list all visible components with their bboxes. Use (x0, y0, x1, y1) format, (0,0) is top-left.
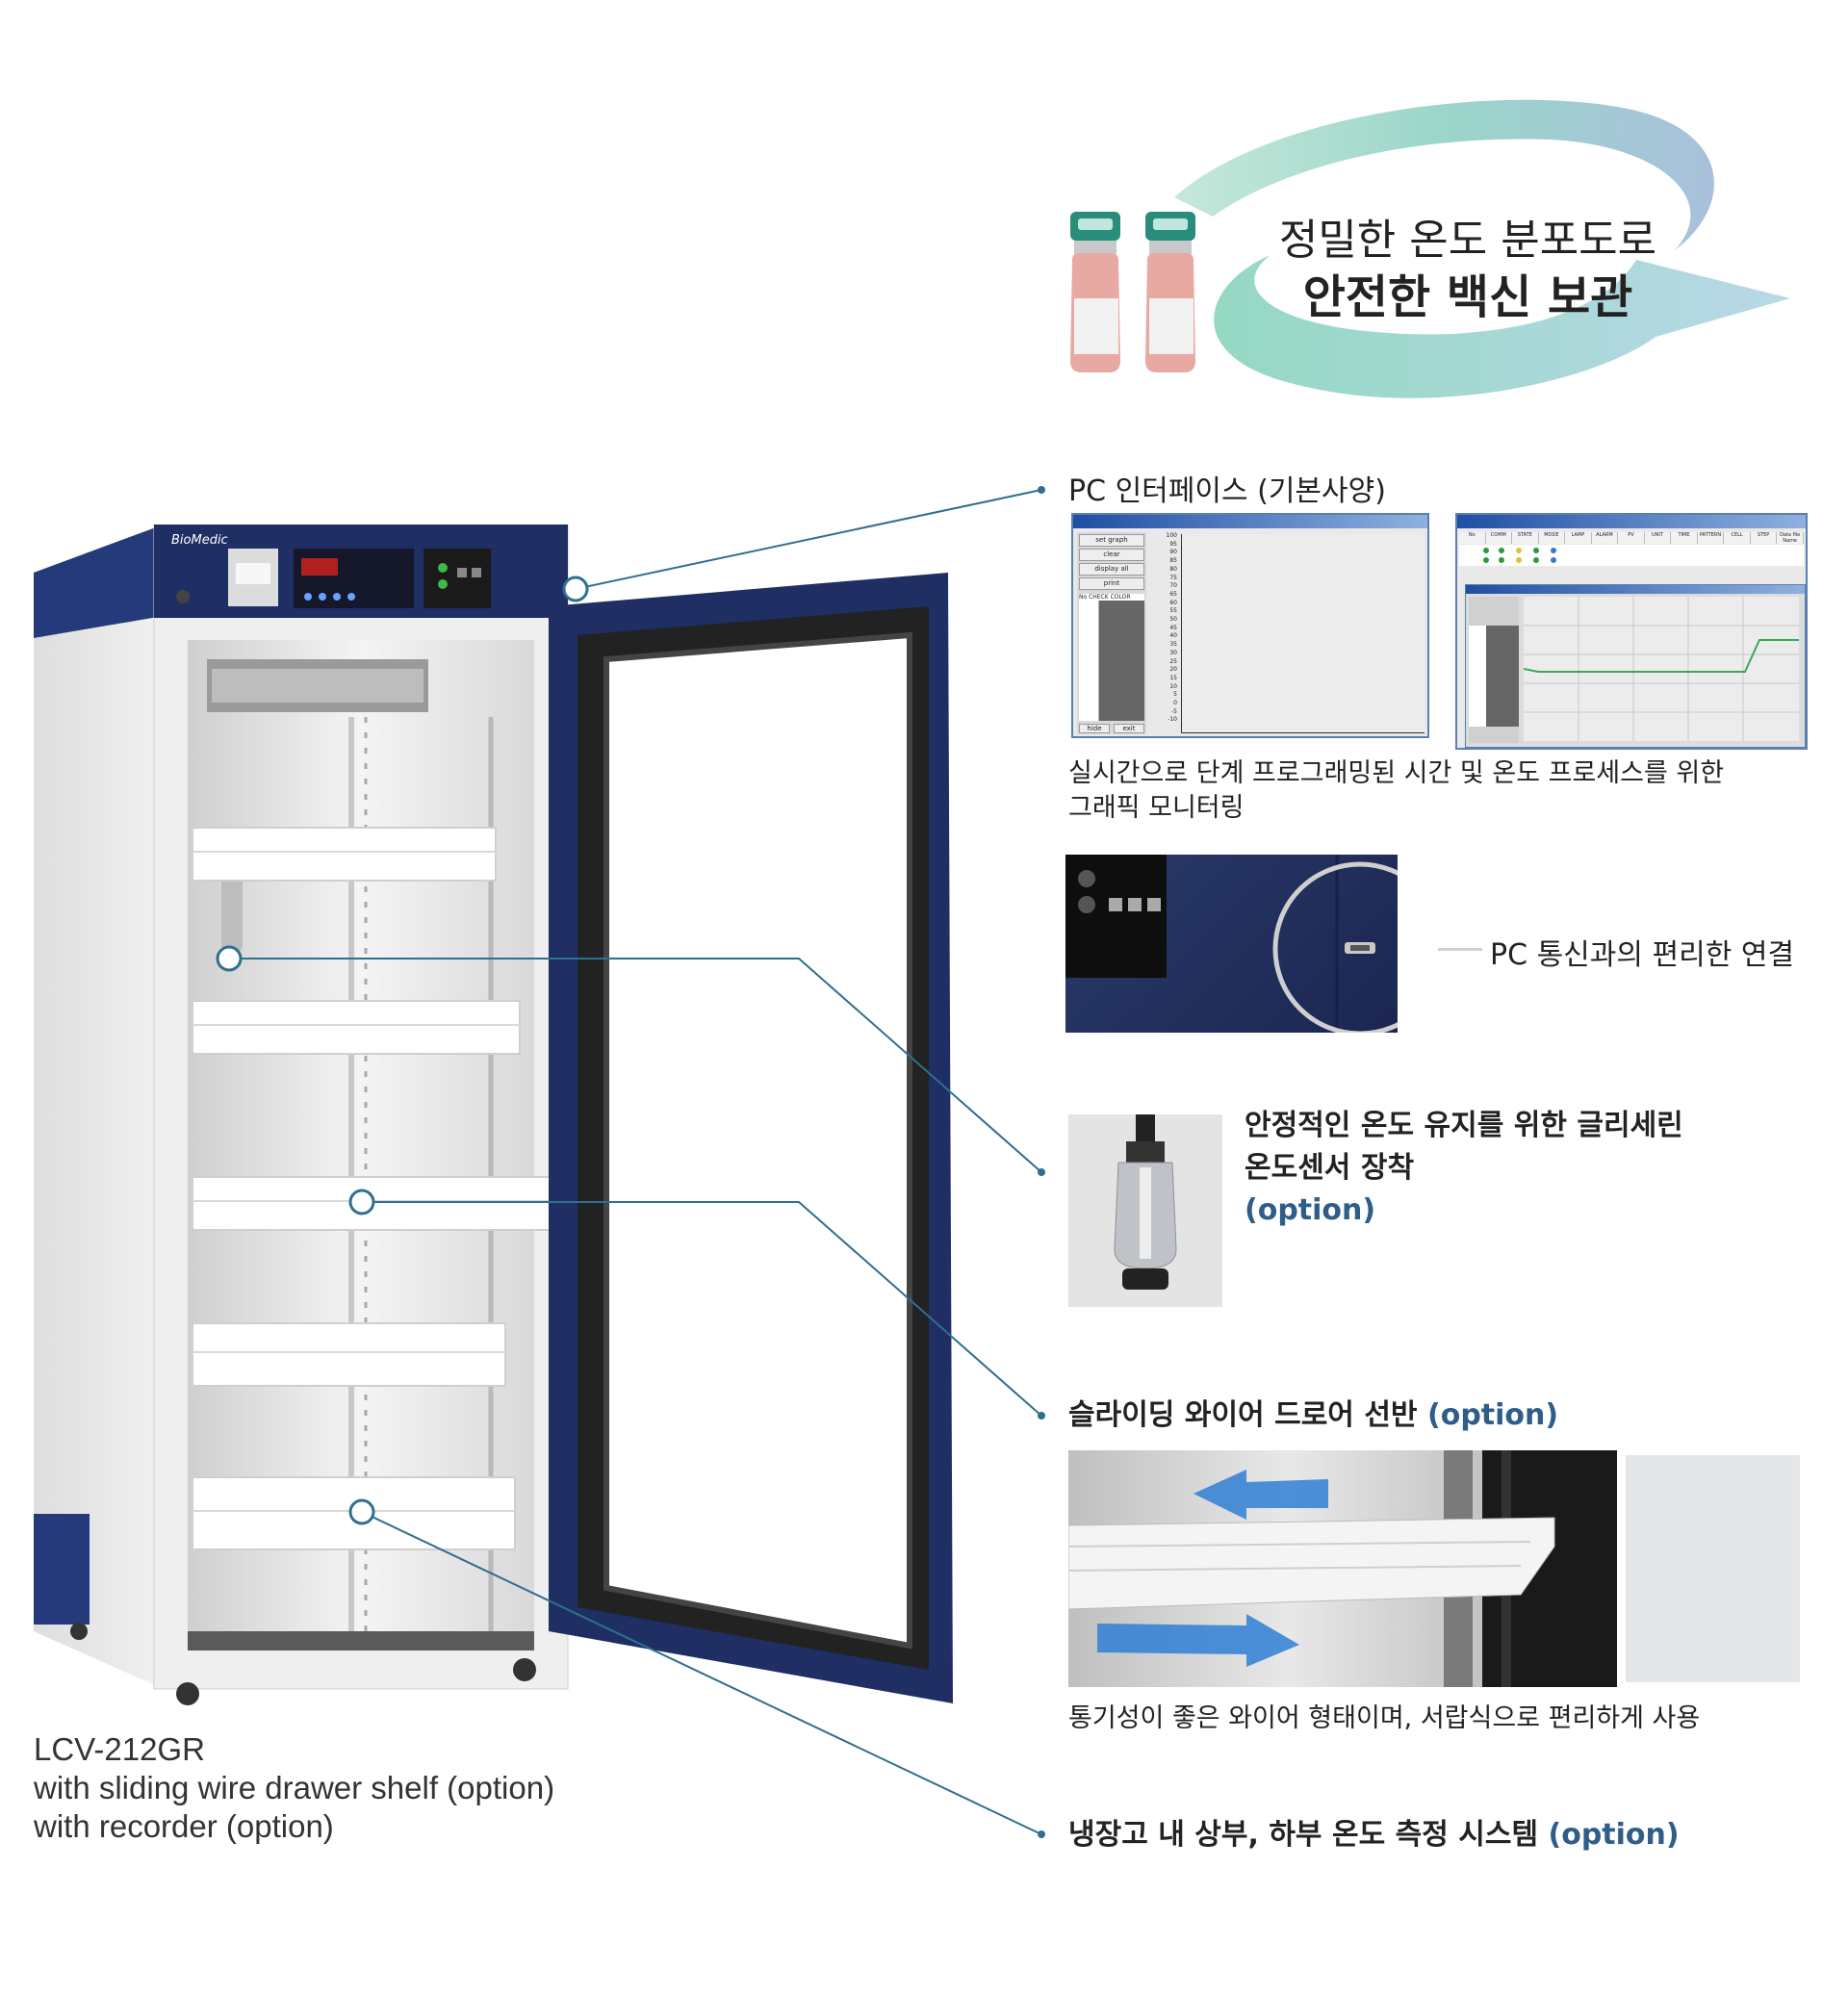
y-tick-label: -10 (1168, 716, 1177, 724)
table-column-header: PATTERN (1698, 532, 1725, 544)
y-tick-label: 20 (1169, 666, 1177, 674)
glycerin-sensor-option: (option) (1245, 1193, 1376, 1227)
y-tick-label: 25 (1169, 657, 1177, 665)
clear-button: clear (1079, 549, 1144, 561)
pc-port-photo (1065, 855, 1448, 1036)
table-column-header: STATE (1512, 532, 1539, 544)
graph-window-screenshot: set graph clear display all print No CHE… (1071, 513, 1429, 738)
y-tick-label: 30 (1169, 649, 1177, 656)
y-tick-label: 90 (1169, 549, 1177, 556)
product-feature-1: with sliding wire drawer shelf (option) (34, 1770, 555, 1805)
y-tick-label: 10 (1169, 682, 1177, 690)
display-all-button: display all (1079, 563, 1144, 576)
table-column-header: No (1459, 532, 1486, 544)
y-tick-label: -5 (1171, 707, 1177, 715)
table-column-header: TIME (1671, 532, 1698, 544)
drawer-shelf-side-panel (1626, 1455, 1800, 1682)
glycerin-sensor-photo (1068, 1114, 1222, 1307)
y-tick-label: 40 (1169, 632, 1177, 640)
graph-area (1181, 534, 1424, 733)
temp-system-option: (option) (1548, 1818, 1680, 1852)
y-tick-label: 75 (1169, 574, 1177, 581)
series-table-header: No CHECK COLOR (1079, 594, 1144, 601)
connection-callout-line (1438, 948, 1482, 951)
y-tick-label: 95 (1169, 540, 1177, 548)
table-column-header: PV (1618, 532, 1645, 544)
y-tick-label: 85 (1169, 557, 1177, 565)
drawer-shelf-option: (option) (1427, 1398, 1559, 1432)
y-tick-label: 70 (1169, 582, 1177, 590)
product-model: LCV-212GR (34, 1731, 205, 1767)
y-tick-label: 100 (1166, 532, 1177, 539)
banner-line-1: 정밀한 온도 분포도로 (1278, 216, 1657, 265)
y-tick-label: 5 (1173, 691, 1177, 699)
drawer-shelf-title: 슬라이딩 와이어 드로어 선반 (1068, 1398, 1418, 1432)
table-column-header: Data file Name (1777, 532, 1804, 544)
y-tick-label: 60 (1169, 599, 1177, 606)
y-tick-label: 50 (1169, 616, 1177, 624)
table-column-header: STEP (1751, 532, 1778, 544)
table-column-header: COMM (1486, 532, 1513, 544)
glycerin-sensor-line-2: 온도센서 장착 (1245, 1151, 1415, 1185)
pc-connection-label: PC 통신과의 편리한 연결 (1490, 938, 1795, 972)
print-button: print (1079, 577, 1144, 590)
hide-button: hide (1079, 724, 1110, 733)
pc-interface-title: PC 인터페이스 (기본사양) (1068, 474, 1386, 508)
table-column-header: CELL (1724, 532, 1751, 544)
vaccine-vials-image (1059, 207, 1213, 380)
banner-swirl (1174, 99, 1790, 398)
temp-system-title: 냉장고 내 상부, 하부 온도 측정 시스템 (1068, 1818, 1539, 1852)
brand-logo: BioMedic (171, 533, 228, 548)
table-column-header: LAMP (1565, 532, 1592, 544)
banner-line-2: 안전한 백신 보관 (1302, 270, 1633, 324)
y-tick-label: 55 (1169, 607, 1177, 615)
y-tick-label: 65 (1169, 590, 1177, 598)
refrigerator-image: BioMedic (29, 524, 972, 1713)
pc-interface-caption-line-2: 그래픽 모니터링 (1068, 793, 1245, 823)
drawer-shelf-photo (1067, 1450, 1617, 1687)
table-column-header: MODE (1539, 532, 1566, 544)
product-feature-2: with recorder (option) (34, 1808, 334, 1844)
drawer-shelf-caption: 통기성이 좋은 와이어 형태이며, 서랍식으로 편리하게 사용 (1068, 1703, 1701, 1733)
table-column-header: ALARM (1592, 532, 1619, 544)
y-tick-label: 15 (1169, 674, 1177, 681)
table-column-header: UNIT (1645, 532, 1672, 544)
y-tick-label: 80 (1169, 565, 1177, 573)
y-tick-label: 0 (1173, 700, 1177, 707)
glycerin-sensor-line-1: 안정적인 온도 유지를 위한 글리세린 (1245, 1109, 1683, 1142)
y-tick-label: 45 (1169, 624, 1177, 631)
y-tick-label: 35 (1169, 641, 1177, 649)
set-graph-button: set graph (1079, 534, 1144, 547)
pc-interface-caption-line-1: 실시간으로 단계 프로그래밍된 시간 및 온도 프로세스를 위한 (1068, 758, 1725, 788)
exit-button: exit (1114, 724, 1144, 733)
